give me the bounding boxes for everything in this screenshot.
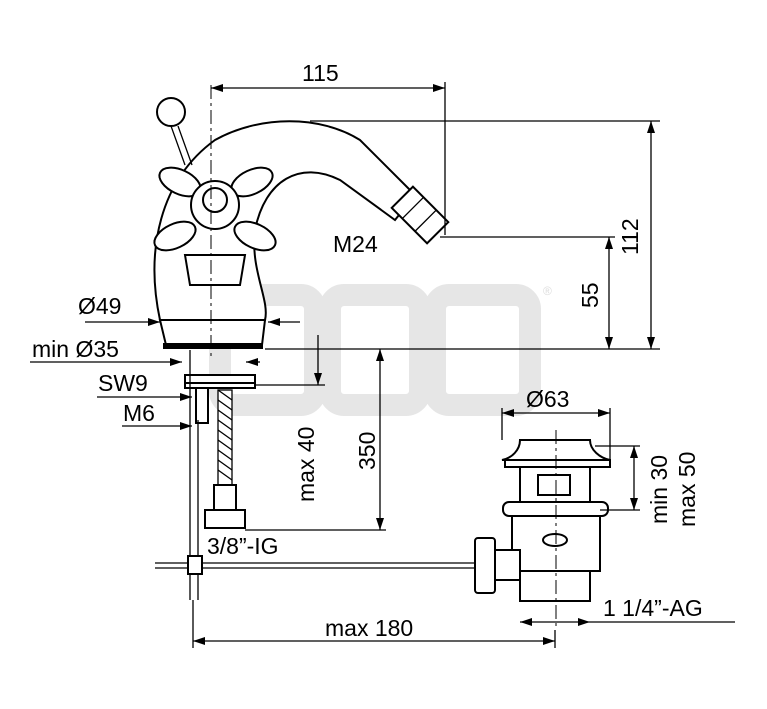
dim-115: 115 xyxy=(302,60,339,86)
dimension-lines xyxy=(30,82,735,648)
dim-min-30: min 30 xyxy=(646,455,672,524)
watermark-logo: ® xyxy=(209,284,552,416)
dim-max-40: max 40 xyxy=(293,427,319,502)
dim-1-1-4-ag: 1 1/4”-AG xyxy=(603,595,703,621)
waste-valve xyxy=(474,430,611,630)
dim-3-8-ig: 3/8”-IG xyxy=(207,533,279,559)
faucet-body xyxy=(153,85,450,360)
dim-d49: Ø49 xyxy=(78,293,121,319)
dim-m24: M24 xyxy=(333,231,378,257)
dim-d63: Ø63 xyxy=(526,386,569,412)
dim-112: 112 xyxy=(617,218,643,255)
dim-min-d35: min Ø35 xyxy=(32,336,119,362)
mounting-parts xyxy=(155,350,480,600)
registered-mark: ® xyxy=(543,284,552,298)
dim-sw9: SW9 xyxy=(98,370,148,396)
dim-max-180: max 180 xyxy=(325,615,413,641)
dim-55: 55 xyxy=(577,282,603,308)
dim-m6: M6 xyxy=(123,400,155,426)
cross-handle xyxy=(153,166,277,286)
dim-max-50: max 50 xyxy=(674,452,700,527)
dim-350: 350 xyxy=(354,432,380,470)
